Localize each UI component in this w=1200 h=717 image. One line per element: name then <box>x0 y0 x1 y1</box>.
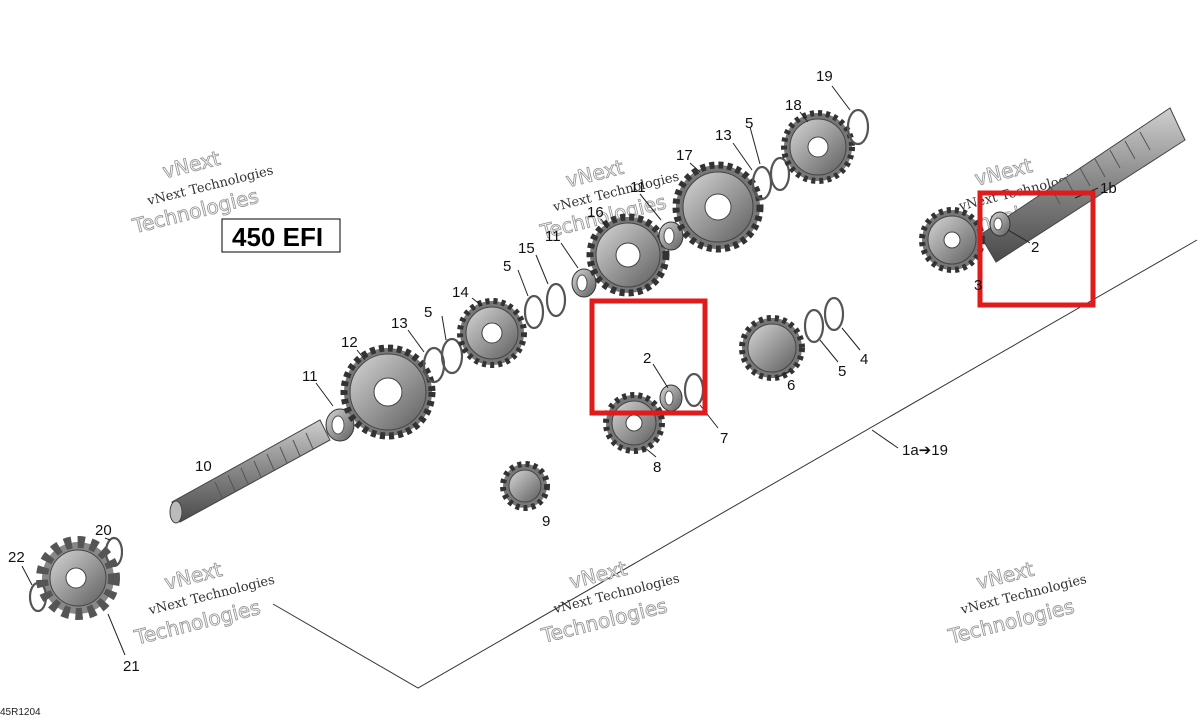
needle-bearing-11-upper <box>658 221 684 251</box>
thrust-washers-13-5 <box>422 337 464 384</box>
circlip-7 <box>683 372 705 408</box>
assembly-frame <box>272 239 1198 689</box>
watermark-right-bottom: vNext vNext Technologies Technologies <box>945 556 1088 649</box>
callout-2-middle: 2 <box>643 350 651 367</box>
callout-10: 10 <box>195 458 212 475</box>
watermark-center-bottom: vNext vNext Technologies Technologies <box>538 556 681 649</box>
gear-12 <box>340 344 436 440</box>
callout-labels: 1b 2 2 3 4 5 5 5 5 6 7 8 9 10 11 11 11 1… <box>8 68 1117 675</box>
callout-1a-19: 1a➔19 <box>902 442 948 459</box>
callout-21: 21 <box>123 658 140 675</box>
callout-12: 12 <box>341 334 358 351</box>
callout-4: 4 <box>860 351 868 368</box>
drawing-code: 45R1204 <box>0 707 41 717</box>
gear-8 <box>603 392 665 454</box>
callout-6: 6 <box>787 377 795 394</box>
highlight-box-right <box>977 190 1096 308</box>
main-shaft <box>169 419 331 524</box>
callout-15: 15 <box>518 240 535 257</box>
callout-5-upper: 5 <box>745 115 753 132</box>
callout-13-upper: 13 <box>715 127 732 144</box>
needle-bearing-11-middle <box>571 268 597 298</box>
watermark-left-bottom: vNext vNext Technologies Technologies <box>131 557 276 650</box>
needle-bearing-11-lower <box>325 408 355 442</box>
callout-22: 22 <box>8 549 25 566</box>
callout-5-middle: 5 <box>503 258 511 275</box>
callout-16: 16 <box>587 204 604 221</box>
countershaft <box>979 107 1186 263</box>
callout-5-right: 5 <box>838 363 846 380</box>
callout-7: 7 <box>720 430 728 447</box>
callout-5-lower: 5 <box>424 304 432 321</box>
model-label: 450 EFI <box>232 222 323 252</box>
callout-14: 14 <box>452 284 469 301</box>
gear-14 <box>457 298 527 368</box>
washer-20 <box>104 536 124 568</box>
needle-bearing-2-right <box>989 211 1011 237</box>
needle-bearing-2-middle <box>659 384 683 412</box>
callout-1b: 1b <box>1100 180 1117 197</box>
gear-18 <box>781 110 855 184</box>
watermark-center-top: vNext vNext Technologies Technologies <box>537 154 681 244</box>
model-label-box: 450 EFI <box>221 218 341 253</box>
gear-17 <box>672 161 764 253</box>
callout-11-middle: 11 <box>545 228 561 245</box>
callout-11-lower: 11 <box>302 368 318 385</box>
thrust-washers-13-5-upper <box>751 156 791 201</box>
callout-8: 8 <box>653 459 661 476</box>
highlight-box-middle <box>589 298 708 416</box>
callout-13-lower: 13 <box>391 315 408 332</box>
sprocket-21 <box>36 536 120 620</box>
gear-9 <box>500 461 550 511</box>
callout-2-right: 2 <box>1031 239 1039 256</box>
callout-17: 17 <box>676 147 693 164</box>
circlip-22 <box>28 581 48 613</box>
circlip-19 <box>846 108 870 146</box>
gear-3 <box>919 207 985 273</box>
callout-18: 18 <box>785 97 802 114</box>
gear-16 <box>586 213 670 297</box>
callout-9: 9 <box>542 513 550 530</box>
gear-6 <box>739 315 805 381</box>
callout-20: 20 <box>95 522 112 539</box>
thrust-washers-5-15 <box>523 282 567 330</box>
thrust-washers-4-5 <box>803 296 845 344</box>
callout-3: 3 <box>974 277 982 294</box>
callout-11-upper: 11 <box>630 179 646 196</box>
callout-19: 19 <box>816 68 833 85</box>
